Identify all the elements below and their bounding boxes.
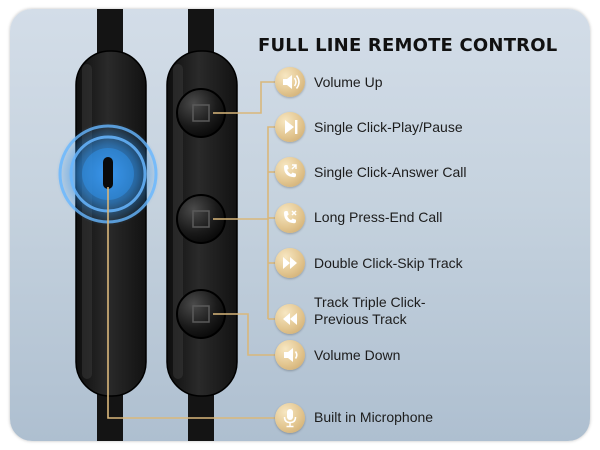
play-pause-button: [176, 194, 226, 244]
volume-up-icon: [275, 67, 305, 97]
volume-down-label: Volume Down: [314, 347, 401, 363]
play-pause-label: Single Click-Play/Pause: [314, 119, 463, 135]
callout-lines: [107, 81, 275, 419]
phone-answer-icon: [275, 157, 305, 187]
fast-forward-icon: [275, 248, 305, 278]
phone-end-icon: [275, 203, 305, 233]
page-title: FULL LINE REMOTE CONTROL: [258, 35, 558, 56]
remote-illustration: [56, 9, 275, 441]
previous-track-label-line2: Previous Track: [314, 311, 407, 327]
product-infographic: FULL LINE REMOTE CONTROL Volume Up Singl…: [10, 9, 590, 441]
microphone-icon: [275, 403, 305, 433]
skip-track-label: Double Click-Skip Track: [314, 255, 463, 271]
play-pause-icon: [275, 112, 305, 142]
rewind-icon: [275, 304, 305, 334]
microphone-label: Built in Microphone: [314, 409, 434, 425]
previous-track-label: Track Triple Click- Previous Track: [314, 294, 426, 328]
end-call-label: Long Press-End Call: [314, 209, 443, 225]
volume-down-icon: [275, 340, 305, 370]
answer-call-label: Single Click-Answer Call: [314, 164, 467, 180]
previous-track-label-line1: Track Triple Click-: [314, 294, 426, 310]
volume-up-label: Volume Up: [314, 74, 383, 90]
